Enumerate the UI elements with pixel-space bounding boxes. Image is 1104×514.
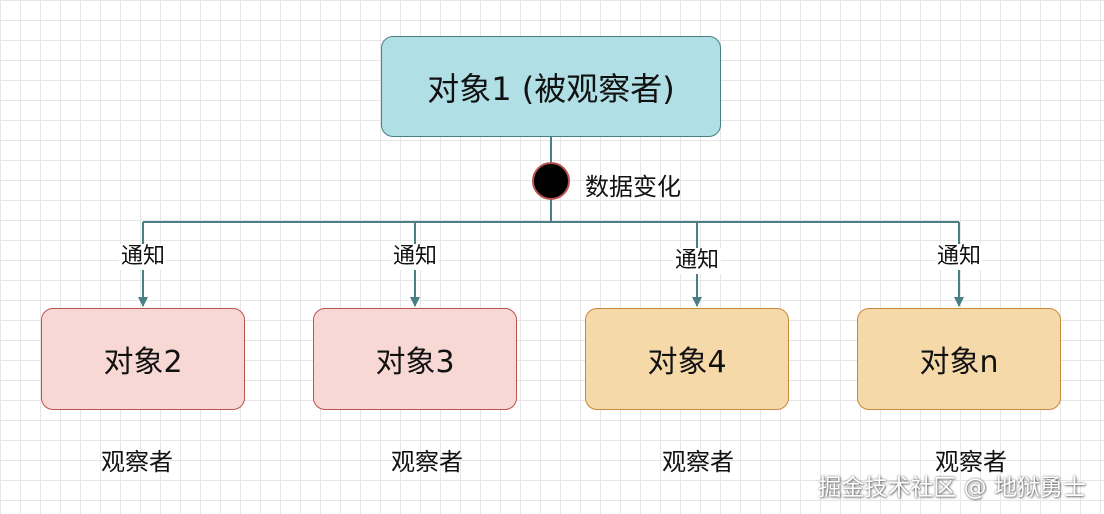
subject-node[interactable]: 对象1 (被观察者) [381,36,721,137]
observer-node-3[interactable]: 对象3 [313,308,517,410]
observer-caption-2: 观察者 [101,448,173,476]
subject-label: 对象1 (被观察者) [427,69,675,108]
observer-node-n[interactable]: 对象n [857,308,1061,410]
data-change-dot [532,162,570,200]
observer-label: 对象n [919,345,999,380]
watermark: 掘金技术社区 @ 地狱勇士 [818,475,1086,501]
observer-caption-3: 观察者 [391,448,463,476]
observer-label: 对象3 [375,345,455,380]
observer-caption-n: 观察者 [935,448,1007,476]
observer-label: 对象4 [647,345,727,380]
event-label: 数据变化 [585,173,681,201]
observer-node-2[interactable]: 对象2 [41,308,245,410]
notify-label-4: 通知 [672,248,722,275]
notify-label-n: 通知 [934,244,984,271]
observer-label: 对象2 [103,345,183,380]
observer-node-4[interactable]: 对象4 [585,308,789,410]
notify-label-2: 通知 [118,244,168,271]
notify-label-3: 通知 [390,244,440,271]
observer-caption-4: 观察者 [662,448,734,476]
